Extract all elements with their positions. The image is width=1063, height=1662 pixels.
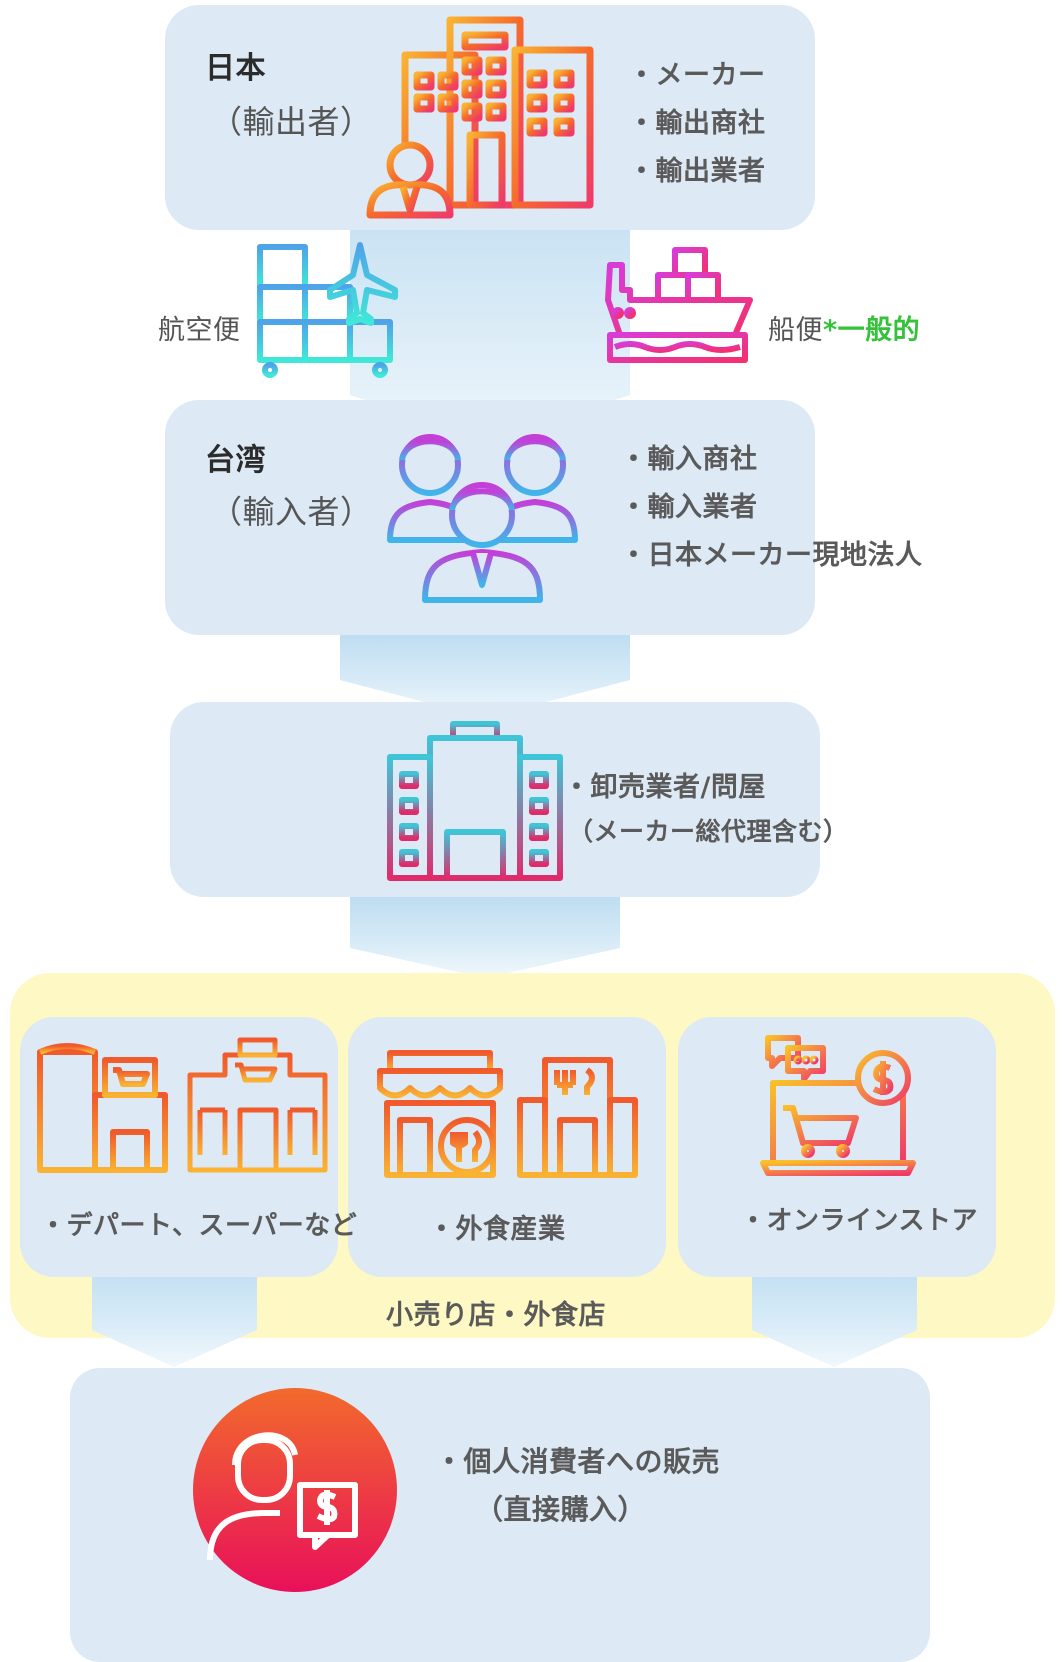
importer-item: ・輸入業者 [620,492,758,523]
consumer-line2: （直接購入） [475,1493,647,1526]
wholesale-line2: （メーカー総代理含む） [568,817,849,846]
importer-role: （輸入者） [210,493,373,531]
retail-item-department: ・デパート、スーパーなど [40,1211,358,1241]
sea-freight-text: 船便 [768,315,823,346]
arrow-wholesale-to-retail [350,893,620,978]
arrow-retail-right-to-consumer [752,1255,917,1367]
office-building-person-icon [366,16,600,219]
exporter-country: 日本 [205,51,266,86]
importer-item: ・日本メーカー現地法人 [620,540,923,571]
retail-box-online [678,1017,996,1277]
cargo-ship-icon [605,247,753,363]
cargo-plane-icon [255,242,398,378]
wholesale-line1: ・卸売業者/問屋 [563,772,766,803]
department-store-icon [35,1043,170,1173]
importer-item: ・輸入商社 [620,444,758,475]
consumer-payment-icon [193,1388,397,1592]
sea-freight-note: *一般的 [823,315,921,346]
arrow-exporter-to-importer [350,225,630,440]
arrow-retail-left-to-consumer [92,1255,257,1367]
retail-box-department [20,1017,338,1277]
exporter-item: ・メーカー [628,60,766,91]
retail-item-online: ・オンラインストア [740,1206,978,1236]
importer-country: 台湾 [205,443,266,478]
consumer-line1: ・個人消費者への販売 [435,1445,721,1478]
retail-item-foodservice: ・外食産業 [428,1214,566,1245]
arrow-importer-to-wholesale [340,630,630,718]
air-freight-label: 航空便 [158,315,241,346]
exporter-item: ・輸出業者 [628,156,766,187]
sea-freight-label: 船便*一般的 [768,308,920,347]
online-store-icon [760,1035,916,1176]
exporter-role: （輸出者） [210,103,373,141]
exporter-item: ・輸出商社 [628,108,766,139]
restaurant-icon [375,1050,503,1178]
team-people-icon [387,434,578,603]
food-court-icon [515,1057,640,1178]
supermarket-icon [187,1037,328,1173]
retail-group-label: 小売り店・外食店 [386,1300,606,1331]
wholesale-building-icon [380,714,570,881]
